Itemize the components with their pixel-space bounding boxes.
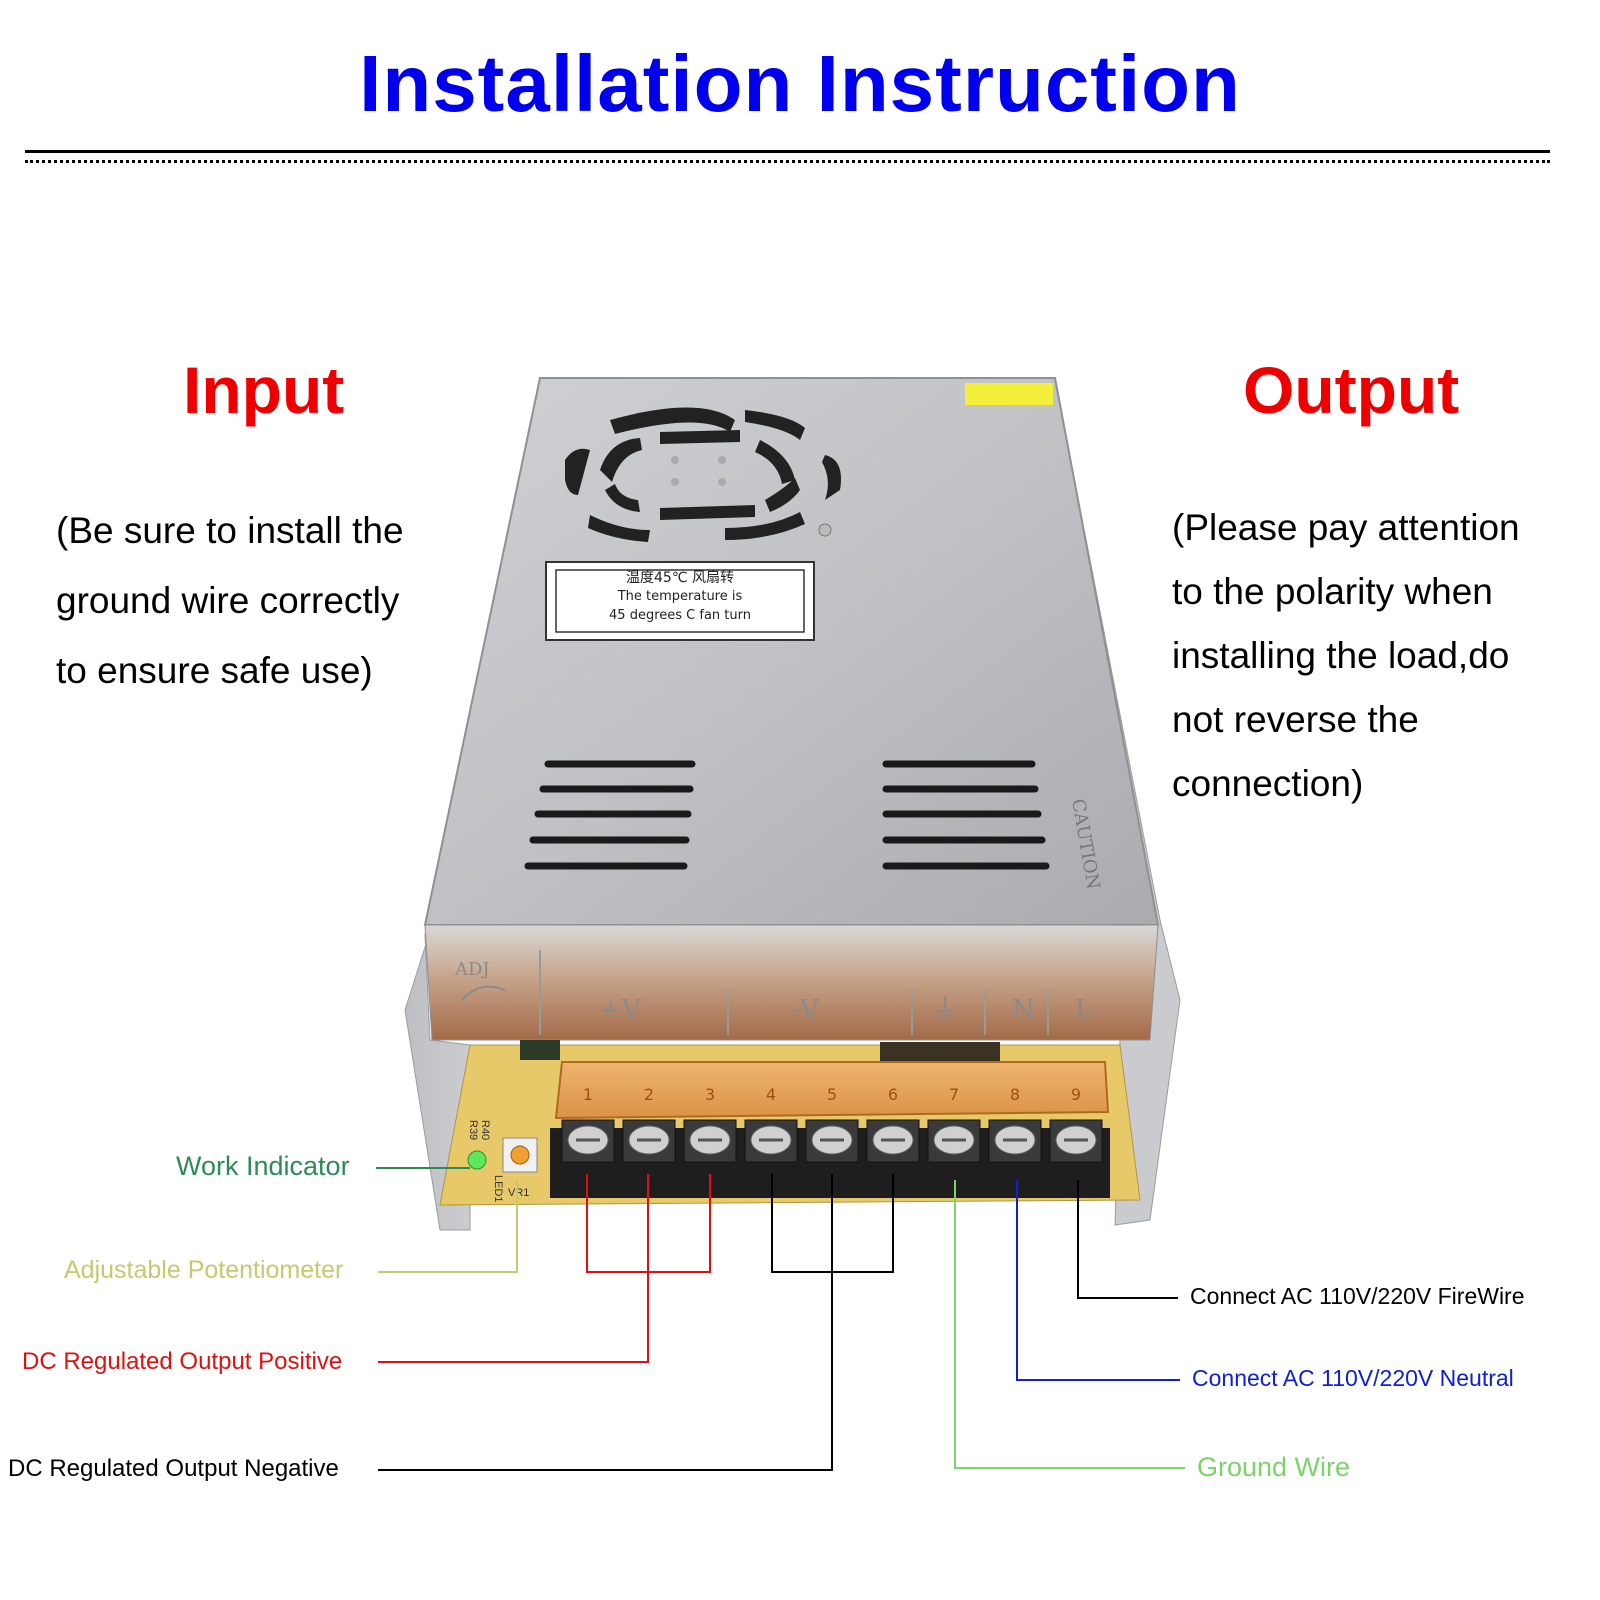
neutral-line <box>1016 1180 1180 1381</box>
vent-slots-left <box>524 760 696 870</box>
fan-vent <box>822 455 841 500</box>
terminal-number: 6 <box>888 1085 898 1104</box>
fan-hub-dot <box>718 456 726 464</box>
terminal-number: 1 <box>583 1085 593 1104</box>
firewire-line <box>1077 1180 1178 1299</box>
fan-vent <box>588 515 650 542</box>
output-note-line: connection) <box>1172 763 1364 804</box>
fan-label-line2: 45 degrees C fan turn <box>609 608 751 623</box>
ground-wire-label: Ground Wire <box>1197 1452 1351 1482</box>
screw-icon <box>818 523 832 537</box>
fan-hub-dot <box>671 456 679 464</box>
board-text: VR1 <box>508 1187 529 1199</box>
terminal-cover <box>554 1061 1110 1120</box>
fan-vent <box>600 438 642 482</box>
dc-negative-label: DC Regulated Output Negative <box>8 1455 339 1482</box>
psu-left-side <box>404 379 541 1231</box>
output-note-line: (Please pay attention <box>1172 507 1520 548</box>
work-indicator-label: Work Indicator <box>176 1151 350 1181</box>
ac-firewire-label: Connect AC 110V/220V FireWire <box>1190 1283 1525 1309</box>
adjust-arrow-icon <box>461 985 506 1001</box>
ground-line <box>954 1180 1185 1469</box>
potentiometer-line <box>378 1180 518 1273</box>
board-text: R39 <box>467 1120 479 1140</box>
page-title: Installation Instruction <box>359 39 1241 128</box>
output-note-line: not reverse the <box>1172 699 1419 740</box>
terminal-block <box>561 1119 1103 1163</box>
fan-vent <box>765 478 800 512</box>
fan-vent <box>610 407 735 434</box>
fan-vent <box>660 505 755 520</box>
vent-slots-right <box>882 760 1050 870</box>
front-panel-markings: ADJ +V -V ⏚ N L <box>454 950 1092 1035</box>
terminal-symbol: +V <box>600 995 642 1025</box>
fan-vent <box>660 430 740 444</box>
warning-sticker <box>965 383 1053 405</box>
output-note-line: installing the load,do <box>1172 635 1510 676</box>
fan-temperature-label: 温度45℃ 风扇转 The temperature is 45 degrees … <box>545 561 815 641</box>
negative-mid-line <box>378 1174 833 1471</box>
fan-vent <box>755 440 795 484</box>
output-note: (Please pay attention to the polarity wh… <box>1172 496 1520 816</box>
terminal-symbol: N <box>1012 995 1035 1025</box>
fan-vent <box>725 512 805 540</box>
terminal-number: 5 <box>827 1085 837 1104</box>
output-heading: Output <box>1243 353 1460 427</box>
terminal-number: 2 <box>644 1085 654 1104</box>
led-indicator-icon <box>467 1150 487 1170</box>
terminal-number: 8 <box>1010 1085 1020 1104</box>
terminal-number: 7 <box>949 1085 959 1104</box>
title-divider-dotted <box>25 160 1550 163</box>
fan-vent <box>745 410 805 440</box>
ac-neutral-label: Connect AC 110V/220V Neutral <box>1192 1365 1514 1391</box>
output-note-line: to the polarity when <box>1172 571 1493 612</box>
terminal-symbol: -V <box>793 995 820 1025</box>
fan-vent <box>605 484 640 512</box>
terminal-number: 9 <box>1071 1085 1081 1104</box>
board-text: LED1 <box>492 1175 504 1203</box>
fan-hub-dot <box>718 478 726 486</box>
terminal-numbers: 1 2 3 4 5 6 7 8 9 <box>583 1085 1081 1104</box>
input-note: (Be sure to install the ground wire corr… <box>56 496 404 706</box>
psu-front-face <box>424 924 1159 1041</box>
terminal-number: 3 <box>705 1085 715 1104</box>
input-note-line: to ensure safe use) <box>56 650 373 691</box>
adjustable-potentiometer-label: Adjustable Potentiometer <box>64 1256 344 1284</box>
dc-positive-label: DC Regulated Output Positive <box>22 1348 343 1375</box>
fan-vent <box>565 448 590 495</box>
fan-hub-dot <box>671 478 679 486</box>
fan-label-cn: 温度45℃ 风扇转 <box>626 570 734 586</box>
callout-lines <box>376 1167 1185 1471</box>
positive-mid-line <box>378 1174 649 1363</box>
input-note-line: ground wire correctly <box>56 580 400 621</box>
terminal-number: 4 <box>766 1085 776 1104</box>
ground-symbol-icon: ⏚ <box>930 993 960 1028</box>
fan-grille <box>565 407 841 542</box>
input-heading: Input <box>183 353 345 427</box>
adj-text: ADJ <box>454 959 490 980</box>
terminal-symbol: L <box>1075 995 1092 1025</box>
title-divider-solid <box>25 150 1550 153</box>
fan-label-line1: The temperature is <box>617 589 743 604</box>
input-note-line: (Be sure to install the <box>56 510 404 551</box>
board-text: R40 <box>479 1120 491 1140</box>
